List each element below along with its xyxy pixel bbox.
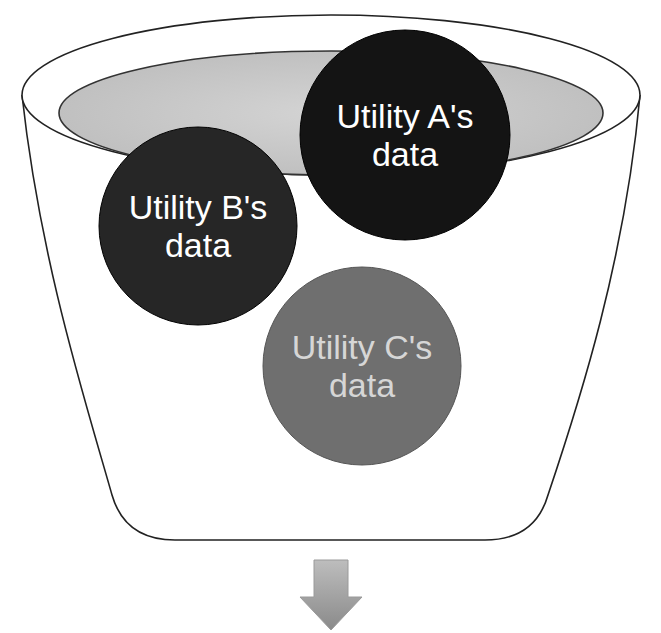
- node-label: Utility A's data: [327, 97, 484, 173]
- node-label: Utility C's data: [288, 328, 436, 404]
- output-arrow: [300, 560, 362, 630]
- data-circle: Utility C's data: [262, 266, 462, 466]
- data-circle: Utility A's data: [299, 29, 511, 241]
- node-label: Utility B's data: [124, 188, 272, 264]
- data-circle: Utility B's data: [98, 126, 298, 326]
